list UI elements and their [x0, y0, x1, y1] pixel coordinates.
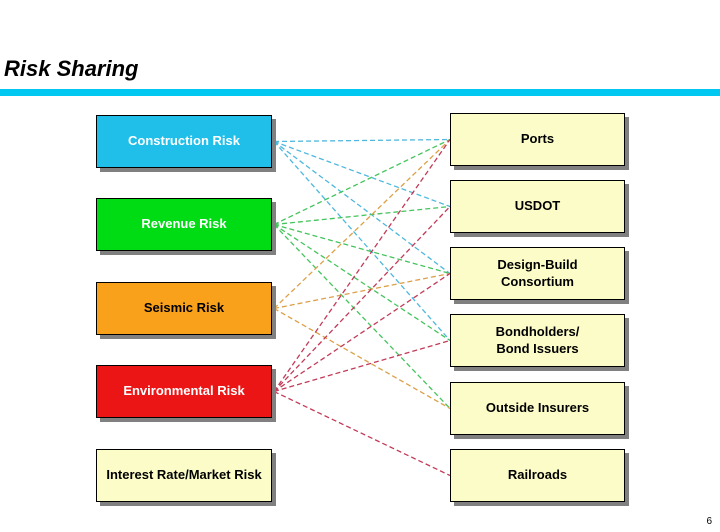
connector-revenue-risk-to-ports: [273, 138, 451, 226]
connector-revenue-risk-to-bondholders-bond-issuers: [273, 223, 451, 342]
connector-seismic-risk-to-ports: [273, 139, 451, 309]
risk-box-environmental-risk: Environmental Risk: [96, 365, 272, 418]
connector-environmental-risk-to-bondholders-bond-issuers: [273, 339, 451, 393]
connector-environmental-risk-to-railroads: [273, 390, 451, 477]
title-accent-bar: [0, 89, 720, 96]
risk-box-seismic-risk: Seismic Risk: [96, 282, 272, 335]
connector-environmental-risk-to-design-build-consortium: [273, 272, 451, 393]
connector-seismic-risk-to-design-build-consortium: [273, 272, 451, 310]
connector-revenue-risk-to-outside-insurers: [273, 224, 451, 409]
connector-environmental-risk-to-ports: [273, 139, 451, 392]
connector-construction-risk-to-bondholders-bond-issuers: [273, 141, 451, 341]
party-box-usdot: USDOT: [450, 180, 625, 233]
party-box-bondholders-bond-issuers: Bondholders/ Bond Issuers: [450, 314, 625, 367]
connector-construction-risk-to-design-build-consortium: [273, 140, 451, 275]
party-box-ports: Ports: [450, 113, 625, 166]
connector-revenue-risk-to-design-build-consortium: [273, 223, 451, 275]
slide-title: Risk Sharing: [4, 56, 139, 81]
risk-box-construction-risk: Construction Risk: [96, 115, 272, 168]
connector-seismic-risk-to-outside-insurers: [273, 307, 451, 410]
connector-environmental-risk-to-usdot: [273, 206, 451, 392]
party-box-railroads: Railroads: [450, 449, 625, 502]
risk-box-revenue-risk: Revenue Risk: [96, 198, 272, 251]
risk-box-interest-rate-market-risk: Interest Rate/Market Risk: [96, 449, 272, 502]
connector-construction-risk-to-usdot: [273, 140, 451, 208]
party-box-design-build-consortium: Design-Build Consortium: [450, 247, 625, 300]
page-number: 6: [706, 516, 712, 527]
connector-construction-risk-to-ports: [273, 138, 451, 143]
connector-revenue-risk-to-usdot: [273, 205, 451, 226]
party-box-outside-insurers: Outside Insurers: [450, 382, 625, 435]
